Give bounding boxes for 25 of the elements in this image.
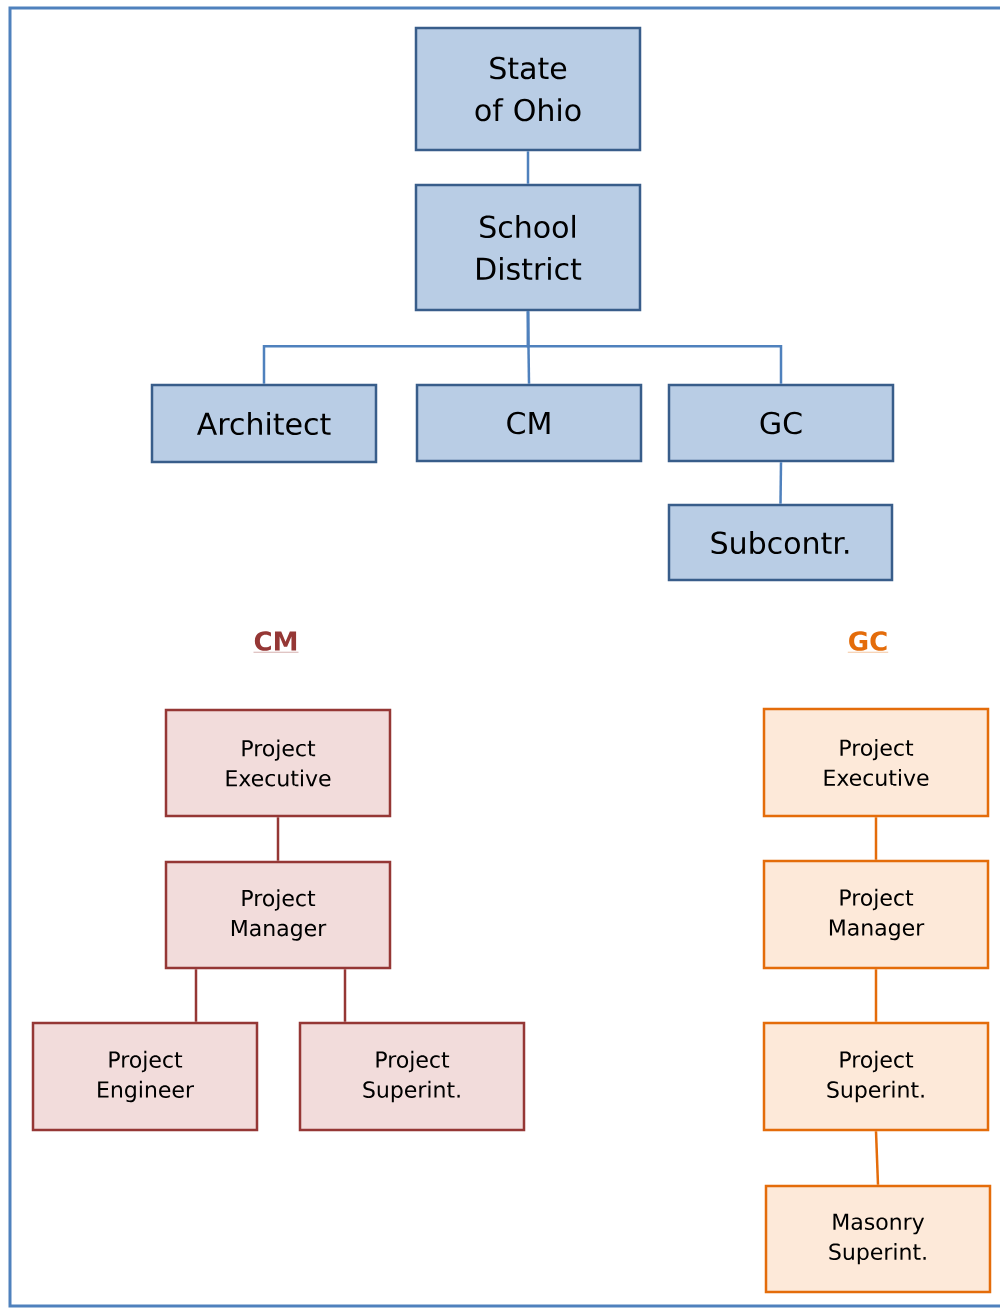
org-box: Project Superint. [298, 1021, 526, 1132]
org-box: Project Superint. [762, 1021, 990, 1132]
connector-line [194, 969, 198, 1022]
connector-line [526, 311, 783, 384]
org-box: Project Executive [164, 708, 392, 818]
section-heading: CM [253, 631, 299, 653]
connector-line [276, 817, 280, 861]
org-box: Project Executive [762, 707, 990, 818]
org-box: School District [414, 183, 642, 312]
connector-line [874, 1131, 880, 1185]
org-box: Project Manager [164, 860, 392, 970]
org-box: Subcontr. [667, 503, 894, 582]
org-box: Project Engineer [31, 1021, 259, 1132]
org-box: GC [667, 383, 895, 463]
org-box: Masonry Superint. [764, 1184, 992, 1294]
connector-line [343, 969, 347, 1022]
org-box: CM [415, 383, 643, 463]
connector-line [874, 969, 878, 1022]
connector-line [874, 817, 878, 860]
org-box: Project Manager [762, 859, 990, 970]
org-box: Architect [150, 383, 378, 464]
section-heading: GC [847, 631, 889, 653]
org-box: State of Ohio [414, 26, 642, 152]
connector-line [526, 151, 530, 184]
connector-line [779, 462, 783, 504]
